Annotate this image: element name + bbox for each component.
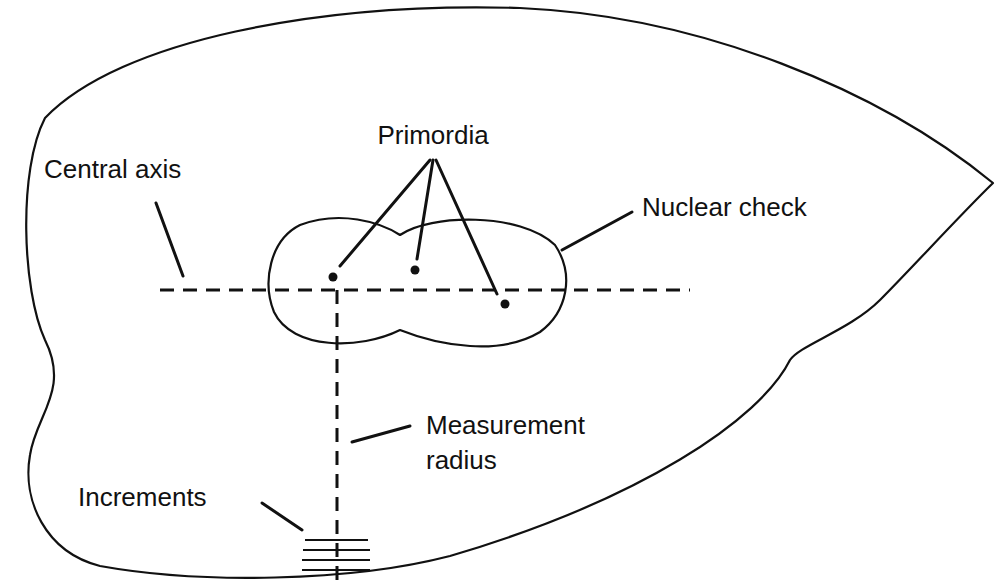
primordia-label: Primordia — [375, 118, 490, 153]
central-axis-line — [160, 289, 690, 292]
leader-line — [340, 160, 430, 266]
measurement-radius-line — [336, 290, 339, 580]
nuclear-check — [269, 218, 567, 346]
increments-label: Increments — [76, 480, 209, 515]
check-label: Nuclear check — [640, 190, 809, 225]
radius-label: Measurement radius — [424, 408, 628, 478]
otolith-outline — [26, 7, 993, 577]
leader-line — [417, 160, 433, 259]
leader-line — [562, 212, 632, 250]
primordium-dot — [329, 273, 338, 282]
leader-line — [352, 426, 410, 442]
primordium-dot — [501, 300, 510, 309]
primordium-dot — [411, 266, 420, 275]
axis-label: Central axis — [42, 152, 183, 187]
increment-marks — [302, 540, 370, 570]
leader-line — [262, 503, 302, 530]
leader-line — [436, 160, 497, 294]
leader-line — [156, 203, 183, 276]
